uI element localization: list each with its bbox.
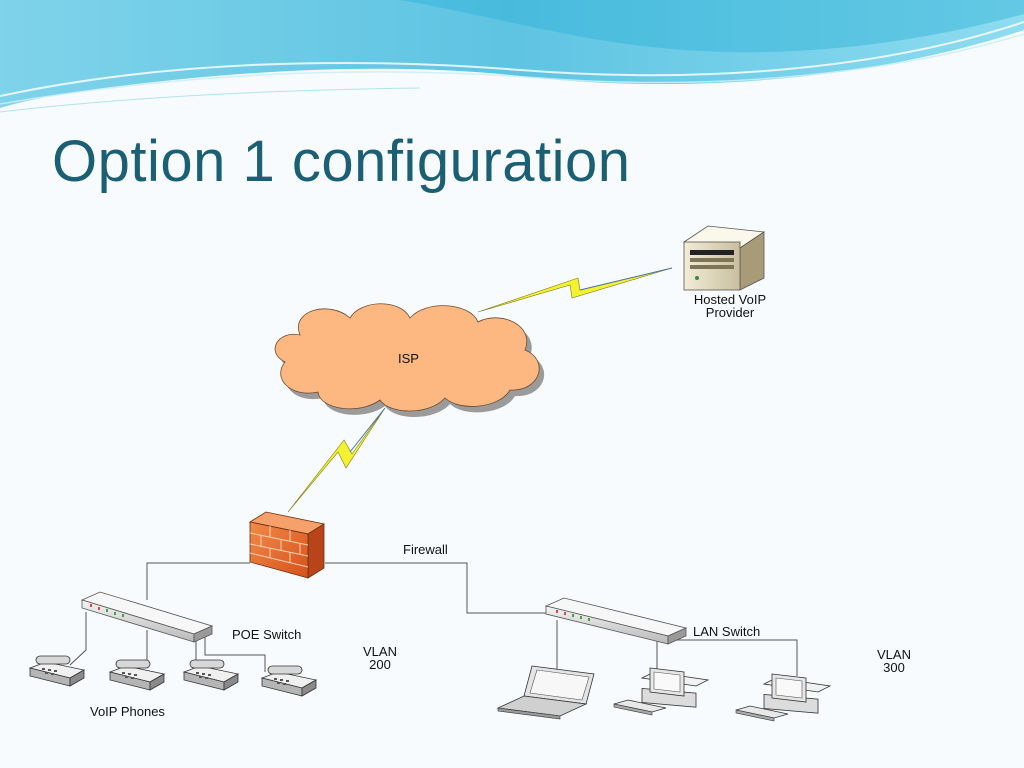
phone-icon	[182, 659, 240, 691]
provider-label: Hosted VoIP Provider	[693, 292, 767, 320]
link-firewall-poe-switch	[146, 562, 250, 600]
link-poe-switch-phone-1	[69, 612, 87, 666]
vlan-phones-label: VLAN 200	[363, 644, 397, 672]
lightning-firewall-isp	[287, 407, 386, 513]
link-firewall-lan-switch	[325, 562, 550, 614]
link-lan-switch-desktop-2	[672, 639, 798, 676]
slide-title: Option 1 configuration	[52, 129, 631, 194]
phone-icon	[28, 655, 86, 687]
header-banner	[0, 0, 1024, 113]
firewall-label: Firewall	[403, 542, 448, 557]
switch-icon	[80, 591, 214, 643]
phone-icon	[108, 659, 166, 691]
desktop-icon	[735, 673, 832, 722]
poe-switch-label: POE Switch	[232, 627, 302, 642]
laptop-icon	[496, 665, 595, 720]
link-poe-switch-phone-4	[204, 636, 266, 672]
cloud-icon	[274, 303, 545, 418]
firewall-icon	[248, 511, 326, 579]
phone-icon	[260, 665, 318, 697]
server-icon	[682, 225, 766, 291]
vlan-lan-label: VLAN 300	[877, 647, 911, 675]
desktop-icon	[613, 667, 710, 716]
switch-icon	[544, 597, 688, 645]
wireless-links	[287, 267, 673, 513]
voip-phones-label: VoIP Phones	[90, 704, 165, 719]
isp-label: ISP	[398, 351, 419, 366]
lan-switch-label: LAN Switch	[693, 624, 761, 639]
